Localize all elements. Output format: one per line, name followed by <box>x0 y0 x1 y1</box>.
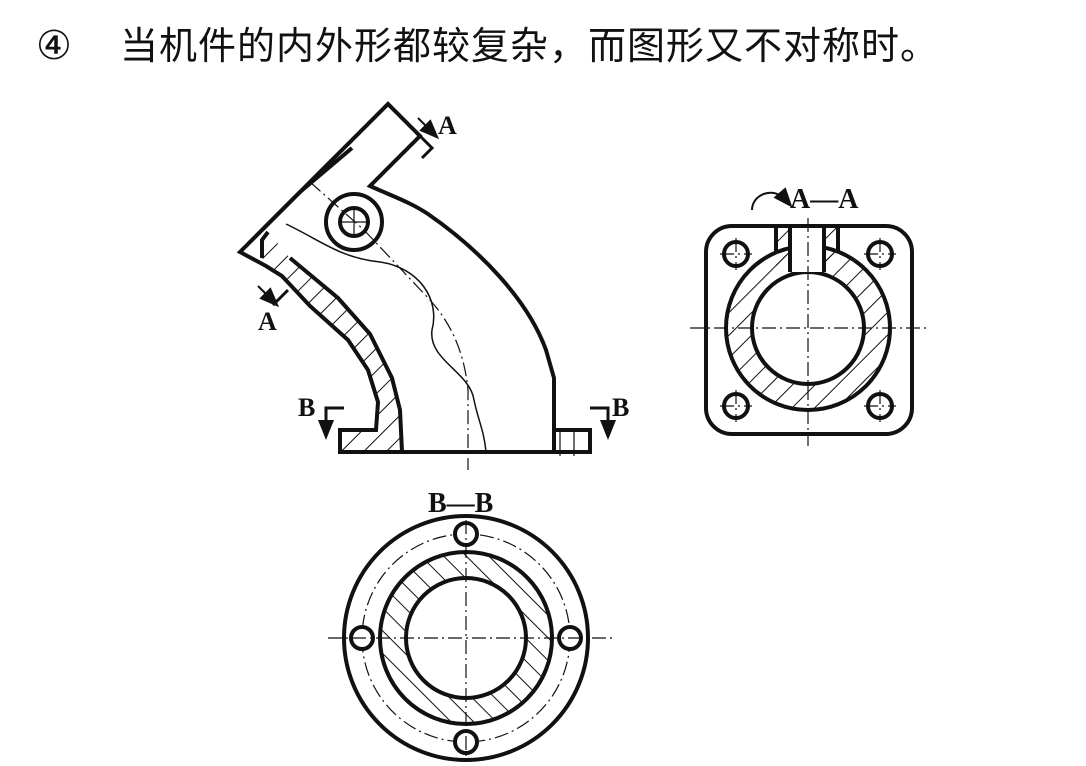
section-mark-b-left <box>318 406 344 440</box>
section-label-b-right: B <box>612 393 629 422</box>
section-mark-a-upper <box>416 117 440 160</box>
section-mark-b-right <box>590 406 616 440</box>
view-title-a-a: A—A <box>790 184 859 215</box>
heading: ④ 当机件的内外形都较复杂，而图形又不对称时。 <box>36 18 939 74</box>
main-view-wall-hatch <box>262 232 402 452</box>
view-title-b-b: B—B <box>428 488 493 519</box>
heading-text: 当机件的内外形都较复杂，而图形又不对称时。 <box>120 24 940 68</box>
item-number: ④ <box>36 23 72 69</box>
flange-outline <box>704 224 914 436</box>
section-view-a-a <box>690 218 926 446</box>
main-view-outline <box>236 101 592 454</box>
section-view-b-b <box>328 514 612 762</box>
section-label-a-lower: A <box>258 307 277 336</box>
section-label-b-left: B <box>298 393 315 422</box>
main-view <box>236 101 592 470</box>
rotation-arrow <box>751 187 793 211</box>
section-label-a-upper: A <box>438 111 457 140</box>
section-mark-a-lower <box>257 285 290 308</box>
